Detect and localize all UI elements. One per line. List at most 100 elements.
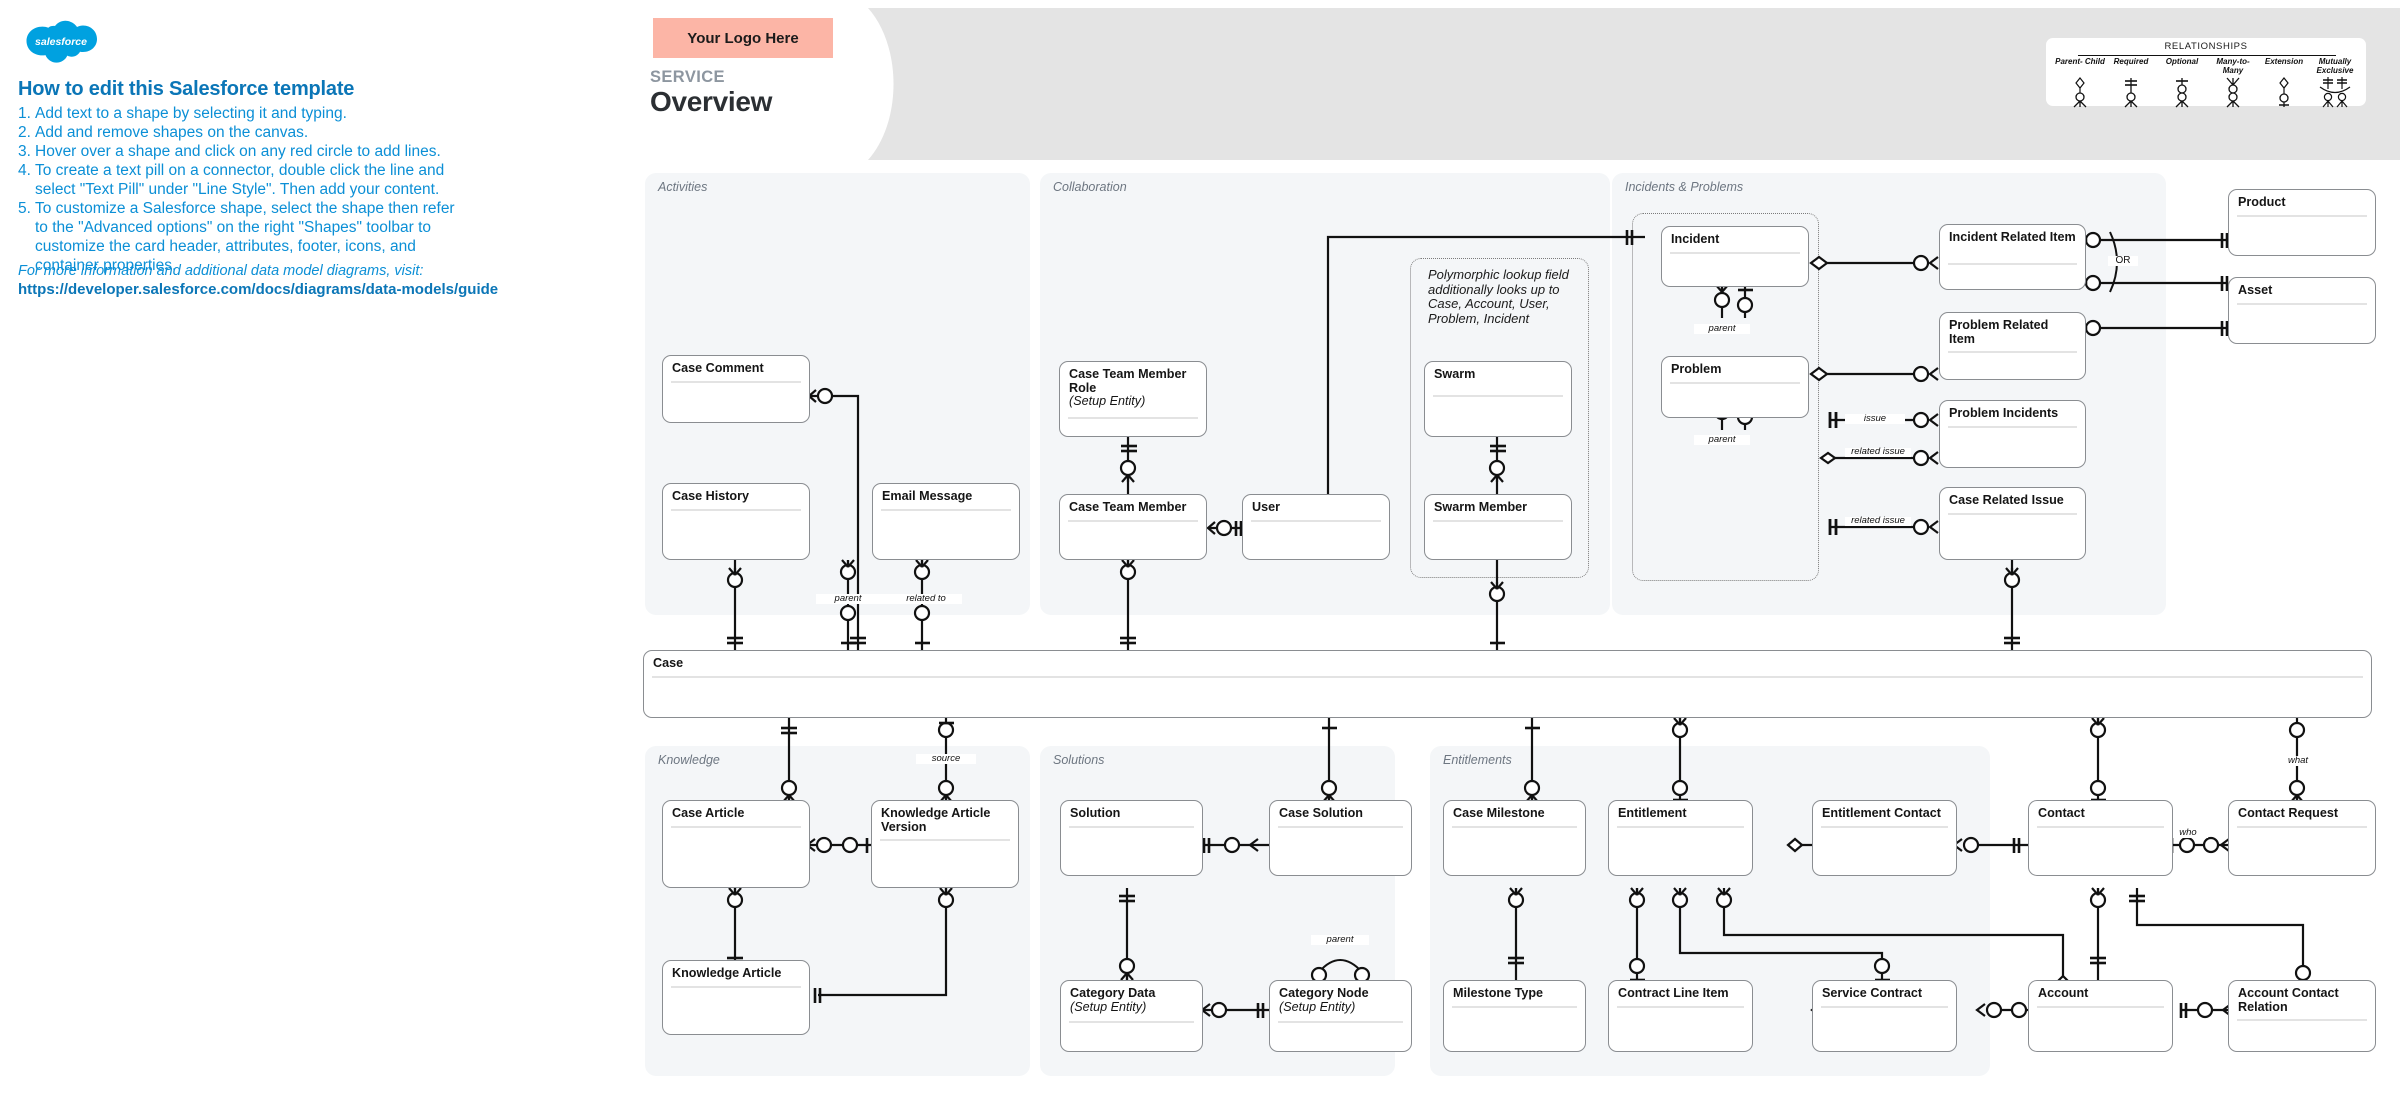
- more-info-text: For more information and additional data…: [18, 263, 424, 279]
- entity-name: Incident Related Item: [1949, 230, 2076, 244]
- entity-name: Case Milestone: [1453, 806, 1545, 820]
- entity-account[interactable]: Account: [2028, 980, 2173, 1052]
- entity-milestone-type[interactable]: Milestone Type: [1443, 980, 1586, 1052]
- pill-related-issue-1: related issue: [1845, 447, 1911, 457]
- pill-what: what: [2278, 756, 2318, 766]
- legend-label: Required: [2113, 57, 2149, 66]
- entity-category-data[interactable]: Category Data (Setup Entity): [1060, 980, 1203, 1052]
- entity-problem-incidents[interactable]: Problem Incidents: [1939, 400, 2086, 468]
- entity-name: Entitlement Contact: [1822, 806, 1941, 820]
- entity-name-text: Case Team Member Role: [1069, 367, 1187, 395]
- container-label: Collaboration: [1053, 180, 1127, 194]
- entity-name: Contact: [2038, 806, 2085, 820]
- legend-label: Parent- Child: [2055, 57, 2105, 66]
- howto-step: 4. To create a text pill on a connector,…: [18, 161, 468, 199]
- entity-service-contract[interactable]: Service Contract: [1812, 980, 1957, 1052]
- howto-step: 1. Add text to a shape by selecting it a…: [18, 104, 468, 123]
- legend-item-parent-child: Parent- Child: [2054, 57, 2106, 113]
- entity-case[interactable]: Case: [643, 650, 2372, 718]
- entity-case-solution[interactable]: Case Solution: [1269, 800, 1412, 876]
- entity-knowledge-article[interactable]: Knowledge Article: [662, 960, 810, 1035]
- header-band: [868, 8, 2400, 160]
- entity-name: Case Solution: [1279, 806, 1363, 820]
- entity-contact[interactable]: Contact: [2028, 800, 2173, 876]
- entity-name: Case Article: [672, 806, 745, 820]
- required-icon: [2124, 78, 2138, 108]
- container-label: Incidents & Problems: [1625, 180, 1744, 194]
- entity-case-milestone[interactable]: Case Milestone: [1443, 800, 1586, 876]
- entity-name: Swarm Member: [1434, 500, 1528, 514]
- entity-name: Contract Line Item: [1618, 986, 1729, 1000]
- entity-case-related-issue[interactable]: Case Related Issue: [1939, 487, 2086, 560]
- step-text: To customize a Salesforce shape, select …: [35, 200, 455, 274]
- entity-user[interactable]: User: [1242, 494, 1390, 560]
- entity-solution[interactable]: Solution: [1060, 800, 1203, 876]
- step-number: 5.: [18, 200, 31, 217]
- entity-name: Problem: [1671, 362, 1722, 376]
- container-label: Solutions: [1053, 753, 1105, 767]
- container-label: Knowledge: [658, 753, 720, 767]
- step-number: 2.: [18, 124, 31, 141]
- howto-step: 2. Add and remove shapes on the canvas.: [18, 123, 468, 142]
- entity-contact-request[interactable]: Contact Request: [2228, 800, 2376, 876]
- entity-name-text: Category Node: [1279, 986, 1369, 1000]
- entity-problem[interactable]: Problem: [1661, 356, 1809, 418]
- entity-case-team-member-role[interactable]: Case Team Member Role (Setup Entity): [1059, 361, 1207, 437]
- howto-step: 3. Hover over a shape and click on any r…: [18, 142, 468, 161]
- entity-knowledge-article-version[interactable]: Knowledge Article Version: [871, 800, 1019, 888]
- docs-link[interactable]: https://developer.salesforce.com/docs/di…: [18, 281, 499, 298]
- entity-case-team-member[interactable]: Case Team Member: [1059, 494, 1207, 560]
- parent-child-icon: [2073, 77, 2087, 108]
- entity-incident-related-item[interactable]: Incident Related Item: [1939, 224, 2086, 290]
- step-text: Hover over a shape and click on any red …: [35, 143, 441, 160]
- entity-problem-related-item[interactable]: Problem Related Item: [1939, 312, 2086, 380]
- entity-case-comment[interactable]: Case Comment: [662, 355, 810, 423]
- entity-name: Case History: [672, 489, 749, 503]
- legend-item-extension: Extension: [2258, 57, 2310, 113]
- entity-name: Case Team Member: [1069, 500, 1187, 514]
- pill-related-to: related to: [890, 594, 962, 604]
- instructions-panel: salesforce How to edit this Salesforce t…: [0, 0, 640, 1110]
- entity-email-message[interactable]: Email Message: [872, 483, 1020, 560]
- step-text: Add text to a shape by selecting it and …: [35, 105, 347, 122]
- entity-name: Case Comment: [672, 361, 764, 375]
- optional-icon: [2175, 78, 2189, 108]
- container-label: Activities: [658, 180, 708, 194]
- entity-asset[interactable]: Asset: [2228, 277, 2376, 344]
- entity-entitlement-contact[interactable]: Entitlement Contact: [1812, 800, 1957, 876]
- entity-swarm-member[interactable]: Swarm Member: [1424, 494, 1572, 560]
- legend-item-many-to-many: Many-to- Many: [2207, 57, 2259, 113]
- pill-issue: issue: [1845, 414, 1905, 424]
- entity-case-article[interactable]: Case Article: [662, 800, 810, 888]
- entity-name: Swarm: [1434, 367, 1476, 381]
- entity-name: Solution: [1070, 806, 1121, 820]
- relationships-legend: RELATIONSHIPS Parent- Child Required Opt…: [2046, 38, 2366, 108]
- logo-placeholder-label: Your Logo Here: [687, 29, 799, 47]
- entity-swarm[interactable]: Swarm: [1424, 361, 1572, 437]
- extension-icon: [2279, 77, 2289, 107]
- entity-name: Knowledge Article: [672, 966, 782, 980]
- entity-case-history[interactable]: Case History: [662, 483, 810, 560]
- entity-name: Entitlement: [1618, 806, 1687, 820]
- entity-name: Contact Request: [2238, 806, 2339, 820]
- entity-incident[interactable]: Incident: [1661, 226, 1809, 287]
- legend-rule: [2078, 55, 2336, 56]
- entity-category-node[interactable]: Category Node (Setup Entity): [1269, 980, 1412, 1052]
- logo-placeholder[interactable]: Your Logo Here: [653, 18, 833, 58]
- entity-name: Service Contract: [1822, 986, 1923, 1000]
- legend-label: Optional: [2165, 57, 2199, 66]
- entity-contract-line-item[interactable]: Contract Line Item: [1608, 980, 1753, 1052]
- page-title: Overview: [650, 86, 773, 117]
- legend-title: RELATIONSHIPS: [2164, 41, 2248, 52]
- header-kicker: SERVICE: [650, 68, 725, 86]
- entity-subtitle: (Setup Entity): [1070, 999, 1147, 1014]
- pill-parent-b: parent: [816, 594, 880, 604]
- entity-name: Case Team Member Role (Setup Entity): [1069, 367, 1198, 409]
- entity-product[interactable]: Product: [2228, 189, 2376, 256]
- pill-or: OR: [2108, 256, 2138, 266]
- container-label: Entitlements: [1443, 753, 1512, 767]
- entity-account-contact-relation[interactable]: Account Contact Relation: [2228, 980, 2376, 1052]
- entity-name: Case: [653, 656, 684, 670]
- entity-entitlement[interactable]: Entitlement: [1608, 800, 1753, 876]
- entity-name: Milestone Type: [1453, 986, 1544, 1000]
